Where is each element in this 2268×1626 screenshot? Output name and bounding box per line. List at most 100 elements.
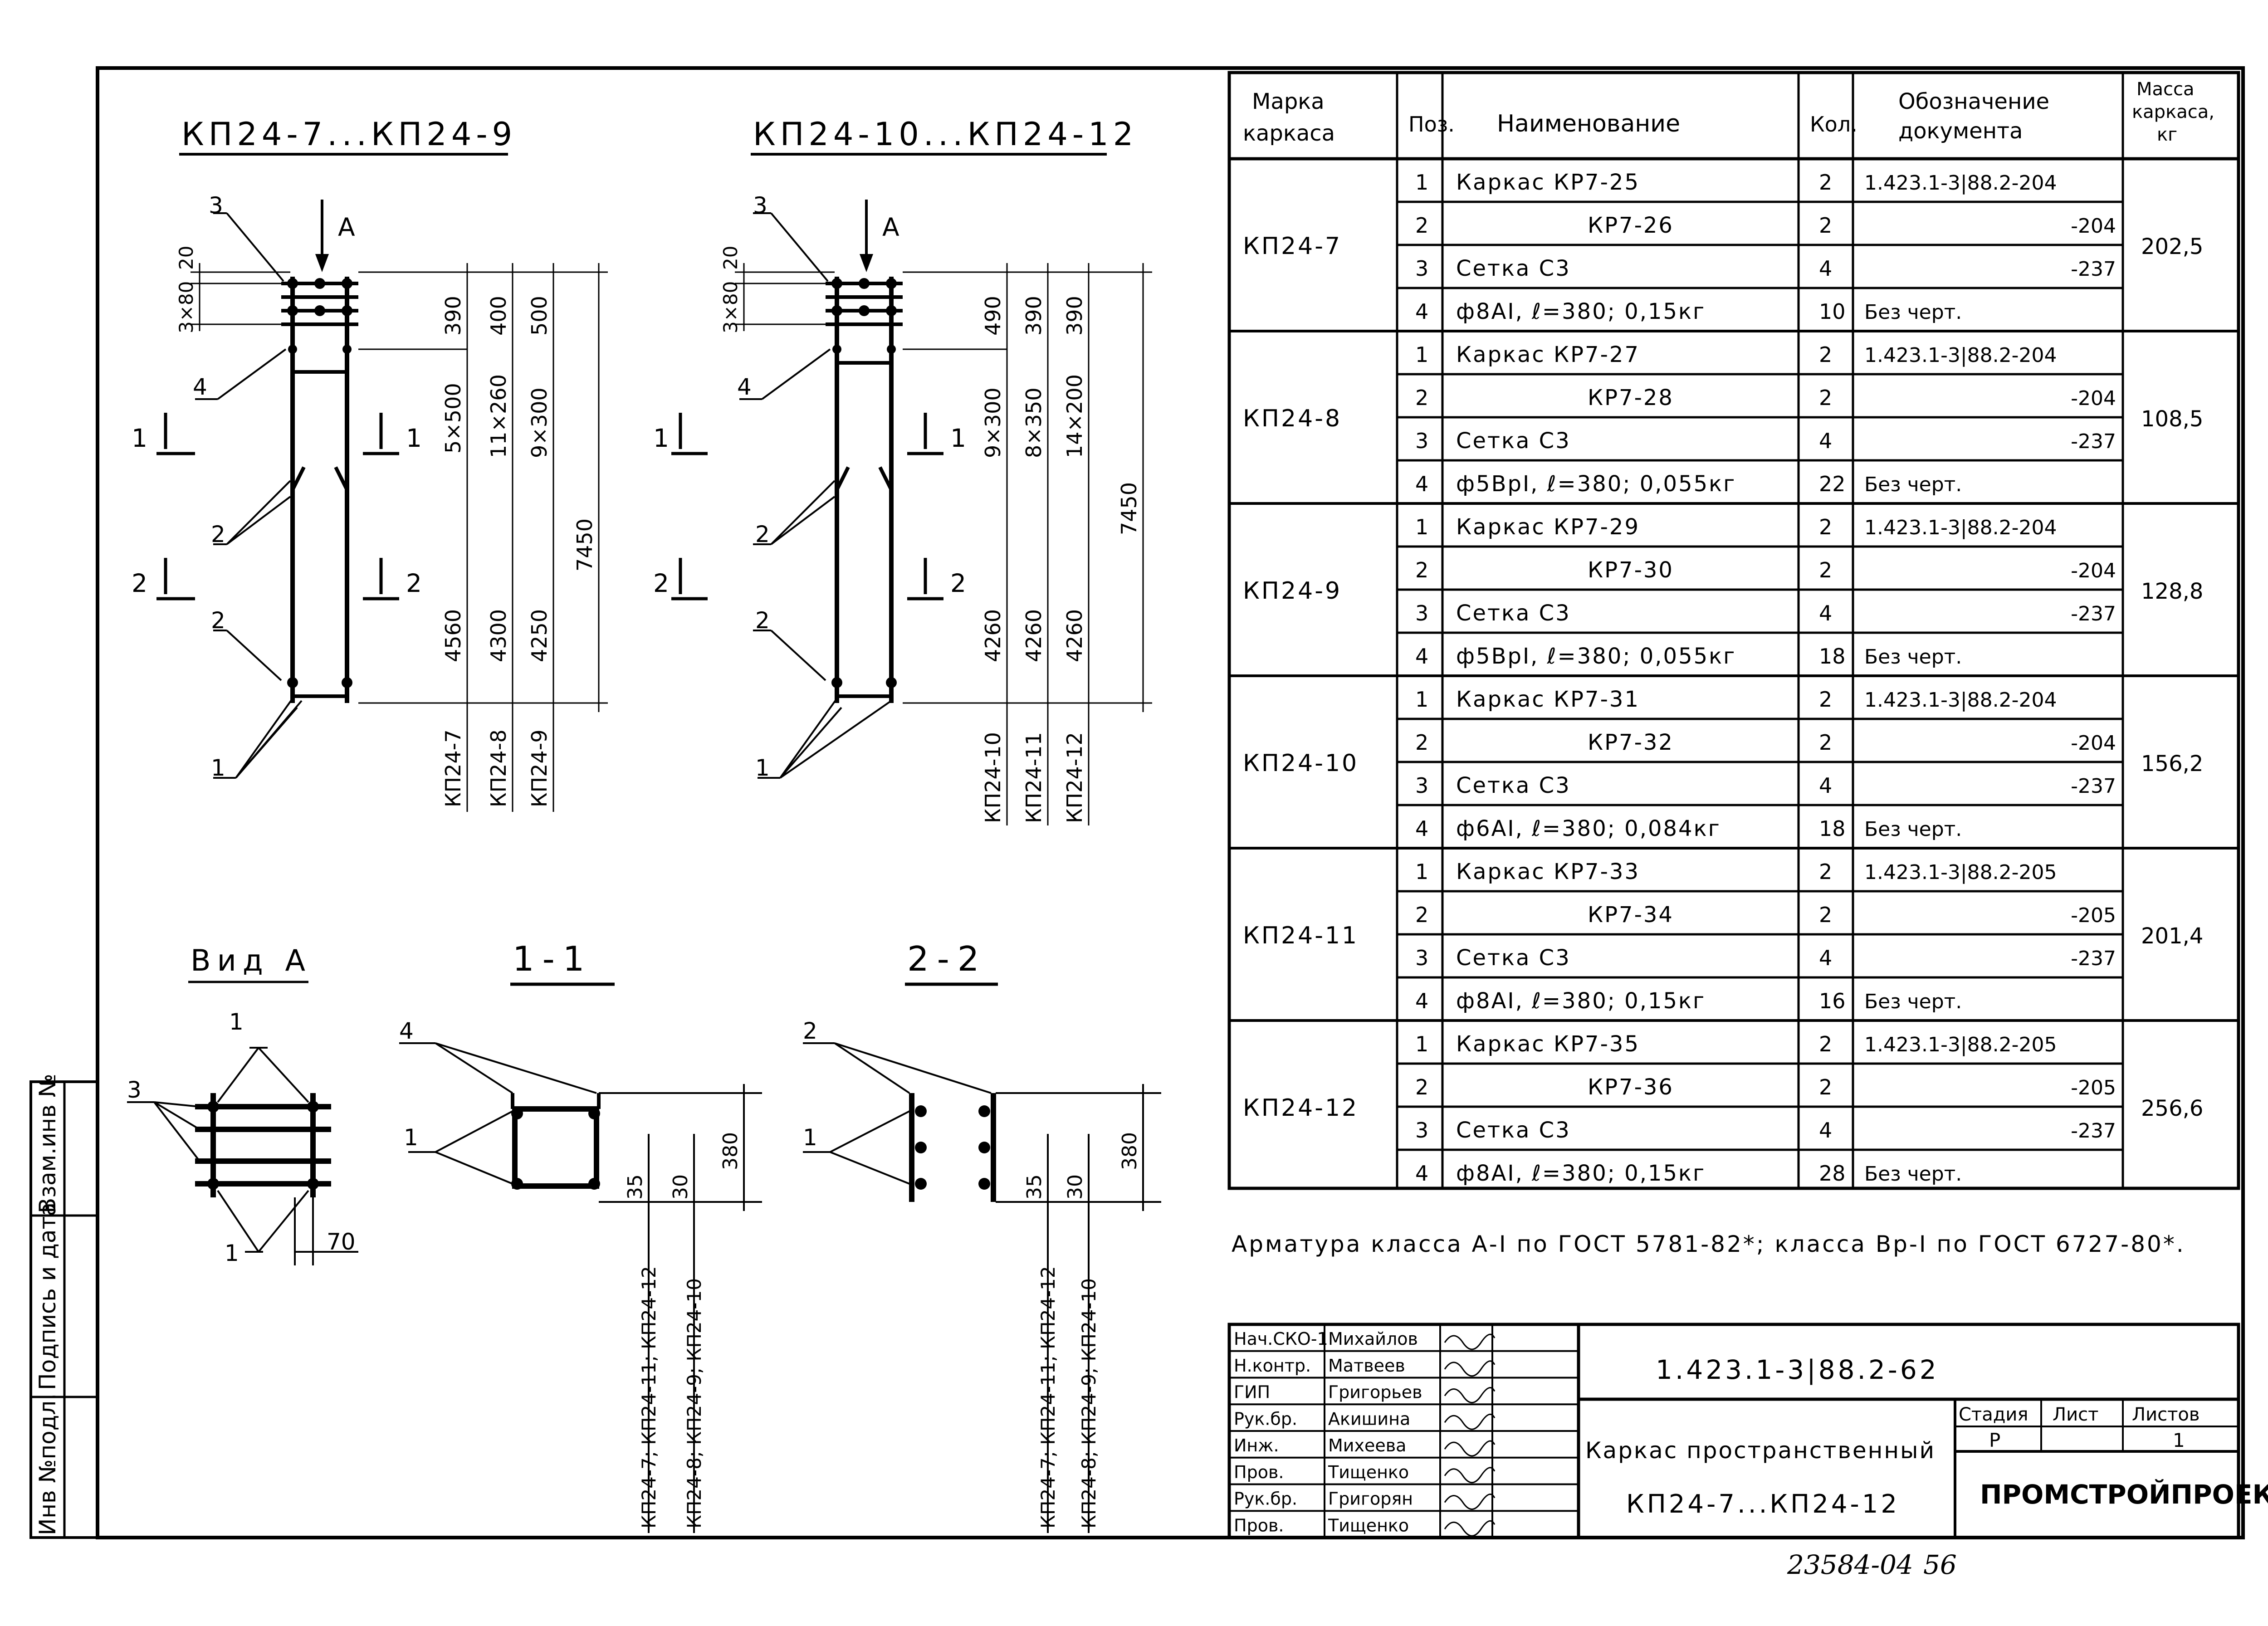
spec-name: Каркас КР7-33	[1456, 859, 1640, 884]
spec-mass: 128,8	[2141, 579, 2203, 604]
section-1-1: 1-1 4 1 35 30 380 КП24-7; КП24-11; КП24-…	[399, 939, 762, 1533]
right-marker-2b: 2	[755, 607, 770, 634]
signature-icon	[1444, 1333, 1496, 1350]
spec-doc: Без черт.	[1864, 1162, 1962, 1186]
spec-pos: 4	[1415, 299, 1428, 324]
tb-role: Инж.	[1234, 1436, 1279, 1455]
right-marker-3: 3	[753, 192, 767, 219]
spec-name: КР7-30	[1588, 557, 1674, 583]
right-drawing: КП24-10...КП24-12 А	[653, 116, 1152, 825]
header-doc-l1: Обозначение	[1898, 89, 2049, 114]
header-pos: Поз.	[1408, 112, 1455, 137]
spec-pos: 4	[1415, 472, 1428, 496]
spec-mass: 201,4	[2141, 923, 2203, 949]
view-a-marker-1-bot: 1	[225, 1240, 239, 1266]
spec-doc: -204	[2071, 559, 2116, 582]
right-marker-4: 4	[737, 374, 752, 400]
spec-qty: 4	[1819, 1118, 1832, 1143]
signature-icon	[1444, 1494, 1496, 1510]
left-top-dim-3x80: 3×80	[175, 281, 197, 333]
spec-pos: 1	[1415, 170, 1428, 195]
right-dim-14x200: 14×200	[1062, 374, 1087, 458]
right-section-1b: 1	[950, 424, 966, 453]
spec-qty: 2	[1819, 687, 1832, 712]
spec-pos: 3	[1415, 601, 1428, 625]
spec-name: КР7-28	[1588, 385, 1674, 410]
spec-name: КР7-34	[1588, 902, 1674, 928]
section-11-marker-4: 4	[399, 1018, 414, 1044]
spec-doc: 1.423.1-3|88.2-204	[1864, 516, 2057, 539]
spec-doc: 1.423.1-3|88.2-205	[1864, 1033, 2057, 1056]
signature-icon	[1444, 1440, 1496, 1457]
spec-qty: 18	[1819, 816, 1846, 841]
section-22-dim-35: 35	[1023, 1174, 1046, 1200]
spec-pos: 4	[1415, 644, 1428, 669]
sheet-frame	[96, 66, 2245, 1539]
left-marker-2b: 2	[211, 607, 225, 634]
section-11-dim-380: 380	[719, 1132, 742, 1170]
spec-name: ф5ВрI, ℓ=380; 0,055кг	[1456, 644, 1736, 669]
spec-doc: -237	[2071, 775, 2116, 798]
section-11-label-a: КП24-7; КП24-11; КП24-12	[638, 1266, 660, 1528]
right-dim-7450: 7450	[1117, 482, 1141, 535]
spec-name: КР7-36	[1588, 1074, 1674, 1100]
left-label-kp24-8: КП24-8	[486, 729, 511, 807]
left-section-1a: 1	[132, 424, 147, 453]
spec-doc: 1.423.1-3|88.2-204	[1864, 344, 2057, 367]
left-dim-9x300: 9×300	[527, 387, 552, 458]
title-line1: Каркас пространственный	[1585, 1437, 1936, 1464]
header-qty: Кол.	[1810, 112, 1857, 137]
header-name: Наименование	[1497, 110, 1680, 137]
tb-name: Михайлов	[1328, 1329, 1418, 1349]
org-name: ПРОМСТРОЙПРОЕКТ	[1980, 1479, 2268, 1510]
left-drawing-title: КП24-7...КП24-9	[181, 116, 517, 153]
stamp-replace-label: Взам.инв №	[34, 1074, 61, 1213]
section-22-label-b: КП24-8; КП24-9; КП24-10	[1078, 1278, 1100, 1528]
left-marker-2a: 2	[211, 521, 225, 547]
spec-pos: 1	[1415, 342, 1428, 367]
spec-name: ф8АI, ℓ=380; 0,15кг	[1456, 1161, 1706, 1186]
spec-mark: КП24-10	[1243, 750, 1359, 777]
spec-name: Каркас КР7-31	[1456, 687, 1640, 712]
spec-name: Каркас КР7-27	[1456, 342, 1640, 367]
right-top-dim-20: 20	[719, 246, 742, 270]
spec-qty: 2	[1819, 515, 1832, 539]
spec-pos: 2	[1415, 1075, 1428, 1099]
spec-doc: Без черт.	[1864, 473, 1962, 496]
left-drawing: КП24-7...КП24-9 А	[132, 116, 608, 812]
spec-qty: 2	[1819, 1075, 1832, 1099]
left-marker-3: 3	[209, 192, 223, 219]
left-dim-11x260: 11×260	[486, 374, 511, 458]
tb-name: Григорян	[1328, 1489, 1413, 1509]
tb-role: Рук.бр.	[1234, 1489, 1297, 1509]
spec-qty: 2	[1819, 558, 1832, 582]
spec-doc: -205	[2071, 904, 2116, 927]
spec-pos: 3	[1415, 429, 1428, 453]
side-stamp: Инв №подл. Подпись и дата Взам.инв №	[29, 1074, 99, 1539]
left-dim-500: 500	[527, 296, 552, 336]
spec-name: Каркас КР7-29	[1456, 514, 1640, 540]
section-2-2: 2-2 2 1 35 30 380 КП24-7; КП24-11; КП24-…	[803, 939, 1161, 1533]
spec-mass: 156,2	[2141, 751, 2203, 776]
stamp-sign-label: Подпись и дата	[34, 1202, 61, 1390]
right-dim-390b: 390	[1062, 296, 1087, 336]
tb-role: Пров.	[1234, 1515, 1284, 1535]
signature-icon	[1444, 1520, 1496, 1537]
sheet-label: Лист	[2053, 1404, 2098, 1425]
tb-role: Н.контр.	[1234, 1356, 1311, 1376]
header-mass-l2: каркаса,	[2132, 102, 2214, 122]
spec-qty: 2	[1819, 170, 1832, 195]
right-dim-4260a: 4260	[981, 609, 1005, 662]
right-top-dim-3x80: 3×80	[719, 281, 742, 333]
left-marker-4: 4	[193, 374, 207, 400]
left-view-a-label: А	[338, 213, 355, 242]
tb-name: Михеева	[1328, 1436, 1406, 1455]
right-label-kp24-11: КП24-11	[1022, 732, 1046, 823]
right-dim-4260b: 4260	[1022, 609, 1046, 662]
spec-pos: 1	[1415, 687, 1428, 712]
stamp-inv-label: Инв №подл.	[34, 1393, 61, 1535]
left-section-2b: 2	[406, 569, 422, 598]
section-11-label-b: КП24-8; КП24-9; КП24-10	[683, 1278, 705, 1528]
section-22-dim-30: 30	[1064, 1174, 1087, 1200]
section-22-marker-2: 2	[803, 1018, 817, 1044]
